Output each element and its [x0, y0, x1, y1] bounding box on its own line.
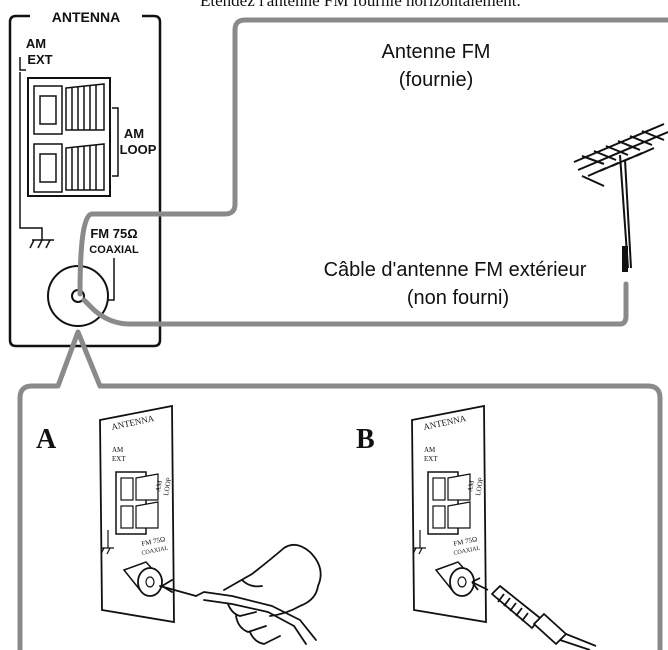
am-ext-label-2: EXT	[27, 52, 52, 67]
outdoor-antenna-icon	[573, 123, 668, 269]
mini-loop-b-1: AM	[466, 479, 476, 492]
mini-am-a-2: EXT	[112, 455, 126, 463]
antenna-panel: ANTENNA AM EXT AM LOOP	[8, 9, 162, 348]
mini-am-b-1: AM	[424, 446, 436, 454]
panel-title: ANTENNA	[52, 9, 120, 25]
label-a: A	[36, 424, 57, 455]
coaxial-plug-icon	[471, 577, 597, 650]
mini-fm-b-2: COAXIAL	[453, 545, 481, 557]
fm-antenna-label-2: (fournie)	[399, 69, 473, 91]
mini-fm-a-2: COAXIAL	[141, 545, 169, 557]
am-loop-label-1: AM	[124, 126, 144, 141]
ground-icon	[29, 239, 54, 249]
mini-loop-a-2: LOOP	[162, 477, 173, 496]
hand-with-wire-icon	[159, 543, 322, 645]
antenna-cable-end	[622, 246, 628, 272]
coaxial-label: COAXIAL	[89, 244, 139, 256]
fm-antenna-label-1: Antenne FM	[382, 41, 491, 63]
mini-panel-b: ANTENNA AM EXT AM LOOP FM 75Ω COAXIAL	[411, 404, 487, 624]
mini-panel-a: ANTENNA AM EXT AM LOOP FM 75Ω COAXIAL	[99, 404, 175, 624]
outdoor-cable-label-2: (non fourni)	[407, 287, 509, 309]
am-loop-label-2: LOOP	[120, 142, 157, 157]
am-ext-label-1: AM	[26, 36, 46, 51]
mini-loop-a-1: AM	[154, 479, 164, 492]
zoom-callout	[17, 329, 663, 650]
fm-label: FM 75Ω	[90, 226, 137, 241]
fm-antenna-cable	[77, 17, 668, 327]
outdoor-cable-label-1: Câble d'antenne FM extérieur	[324, 259, 587, 281]
am-terminal-block	[27, 77, 111, 197]
mini-loop-b-2: LOOP	[474, 477, 485, 496]
label-b: B	[356, 424, 375, 455]
top-instruction: Étendez l'antenne FM fournie horizontale…	[200, 0, 521, 10]
mini-am-b-2: EXT	[424, 455, 438, 463]
mini-am-a-1: AM	[112, 446, 124, 454]
